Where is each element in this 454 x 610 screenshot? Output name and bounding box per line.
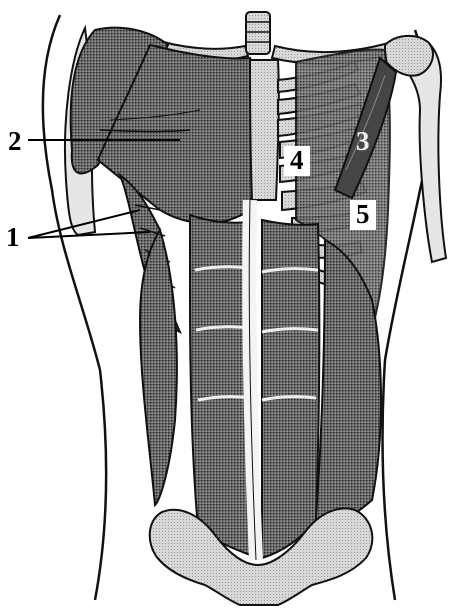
- label-3: 3: [356, 128, 370, 155]
- label-1: 1: [6, 224, 20, 251]
- sternum: [250, 60, 279, 200]
- label-4: 4: [284, 146, 310, 176]
- label-5: 5: [350, 200, 376, 230]
- neck-spine: [246, 12, 270, 54]
- label-2: 2: [8, 128, 22, 155]
- external-oblique-left: [140, 230, 177, 505]
